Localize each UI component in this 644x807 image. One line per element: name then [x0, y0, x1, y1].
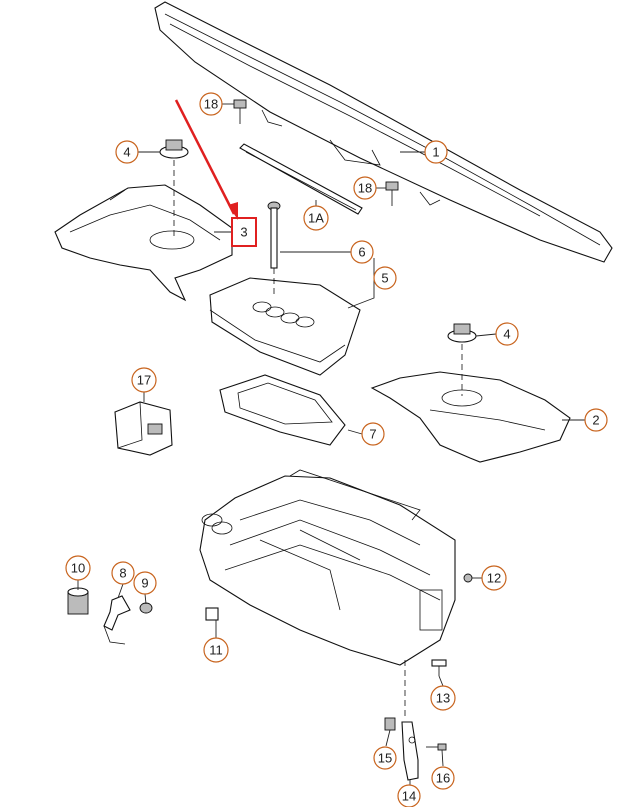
svg-text:18: 18: [358, 181, 372, 196]
callout-9: 9: [133, 571, 157, 595]
svg-text:16: 16: [436, 771, 450, 786]
svg-text:15: 15: [378, 751, 392, 766]
clip-part: [205, 607, 219, 621]
callout-4-left: 4: [115, 140, 139, 164]
svg-text:11: 11: [209, 643, 223, 658]
svg-text:4: 4: [503, 327, 510, 342]
svg-text:5: 5: [381, 271, 388, 286]
callout-18-upper: 18: [199, 92, 223, 116]
svg-text:17: 17: [137, 373, 151, 388]
control-module-part: [114, 401, 173, 456]
left-cover-part: [54, 184, 233, 302]
svg-text:8: 8: [119, 566, 126, 581]
callout-17: 17: [131, 367, 157, 393]
highlight-arrow-head: [228, 202, 238, 220]
callout-14: 14: [397, 784, 421, 807]
highlight-annotation: [174, 99, 257, 247]
screw-part-lower: [385, 181, 399, 206]
seal-strip-part: [239, 143, 363, 215]
callout-8: 8: [111, 561, 135, 585]
filter-housing-part: [209, 277, 361, 376]
callout-13: 13: [430, 685, 456, 711]
screw-part-13: [431, 659, 447, 676]
svg-text:14: 14: [402, 789, 416, 804]
callout-18-lower: 18: [353, 176, 377, 200]
filter-frame-part: [219, 374, 346, 446]
callout-3: 3: [240, 225, 247, 240]
callout-10: 10: [65, 555, 91, 581]
screw-part-housing: [267, 201, 281, 298]
grommet-part-right: [447, 323, 477, 396]
callout-1a: 1A: [303, 205, 329, 231]
svg-text:12: 12: [487, 571, 501, 586]
svg-text:13: 13: [436, 691, 450, 706]
callout-6: 6: [350, 240, 374, 264]
svg-text:4: 4: [123, 145, 130, 160]
callout-11: 11: [203, 637, 229, 663]
heater-unit-part: [199, 469, 456, 666]
highlight-arrow: [174, 99, 236, 215]
grommet-part-left: [159, 139, 189, 238]
cowl-panel-part: [154, 1, 613, 263]
bracket-part: [401, 721, 419, 781]
svg-text:6: 6: [358, 245, 365, 260]
callout-5: 5: [373, 266, 397, 290]
highlight-box: [231, 217, 257, 247]
svg-text:1A: 1A: [308, 211, 324, 226]
callout-4-right: 4: [495, 322, 519, 346]
right-cover-part: [370, 371, 571, 463]
svg-text:7: 7: [369, 427, 376, 442]
nut-part: [463, 573, 473, 583]
svg-text:3: 3: [240, 225, 247, 240]
screw-part-upper: [233, 99, 247, 124]
clip-part-15: [384, 717, 396, 731]
svg-text:2: 2: [592, 413, 599, 428]
callout-15: 15: [373, 746, 397, 770]
bushing-part: [67, 587, 89, 615]
callout-1: 1: [424, 140, 448, 164]
callout-12: 12: [481, 565, 507, 591]
callout-7: 7: [361, 422, 385, 446]
hose-part: [103, 595, 131, 645]
svg-text:1: 1: [432, 145, 439, 160]
svg-text:10: 10: [71, 561, 85, 576]
callout-2: 2: [584, 408, 608, 432]
svg-text:9: 9: [141, 576, 148, 591]
callout-16: 16: [431, 766, 455, 790]
hose-clamp-part: [139, 602, 153, 614]
screw-part-16: [426, 743, 447, 751]
svg-text:18: 18: [204, 97, 218, 112]
